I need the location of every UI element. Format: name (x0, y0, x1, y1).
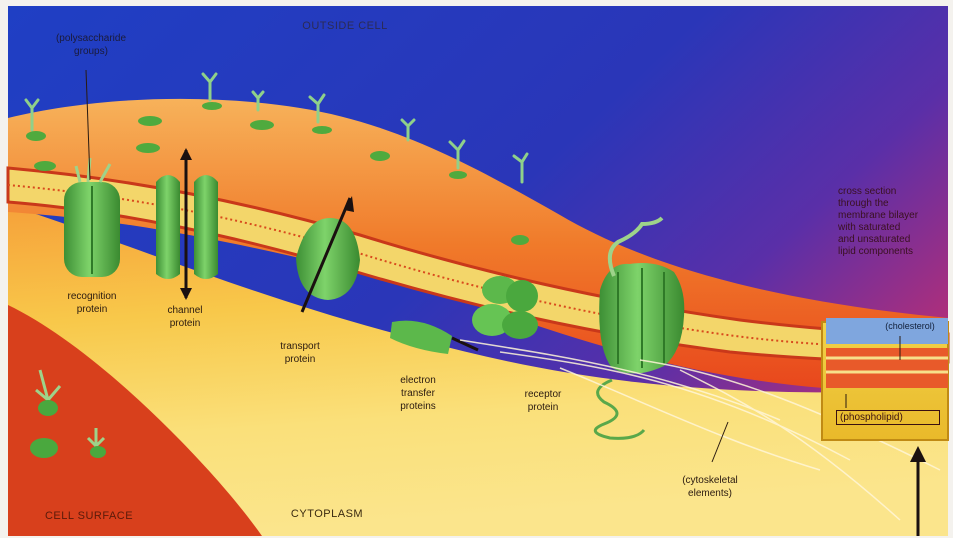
label-outside-cell: OUTSIDE CELL (290, 20, 400, 33)
label-electron-transfer-proteins: electron transfer proteins (378, 374, 458, 413)
label-polysaccharide-groups: (polysaccharide groups) (36, 32, 146, 58)
label-channel-protein: channel protein (150, 304, 220, 330)
label-phospholipid: (phospholipid) (836, 410, 940, 425)
label-cell-surface: CELL SURFACE (34, 510, 144, 523)
label-receptor-protein: receptor protein (508, 388, 578, 414)
label-cholesterol: (cholesterol) (872, 320, 948, 333)
label-transport-protein: transport protein (260, 340, 340, 366)
label-cytoskeletal-elements: (cytoskeletal elements) (660, 474, 760, 500)
label-cross-section: cross section through the membrane bilay… (838, 186, 950, 258)
label-recognition-protein: recognition protein (52, 290, 132, 316)
label-cytoplasm: CYTOPLASM (272, 508, 382, 521)
